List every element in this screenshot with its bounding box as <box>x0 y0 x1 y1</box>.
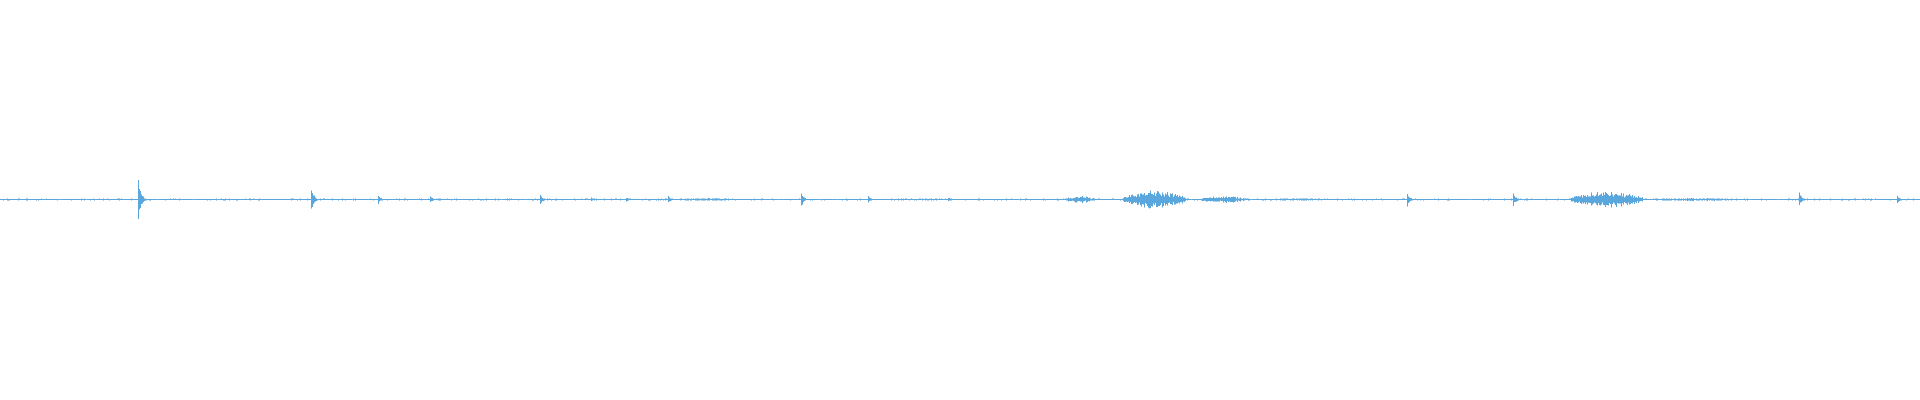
waveform-trace <box>0 179 1920 219</box>
